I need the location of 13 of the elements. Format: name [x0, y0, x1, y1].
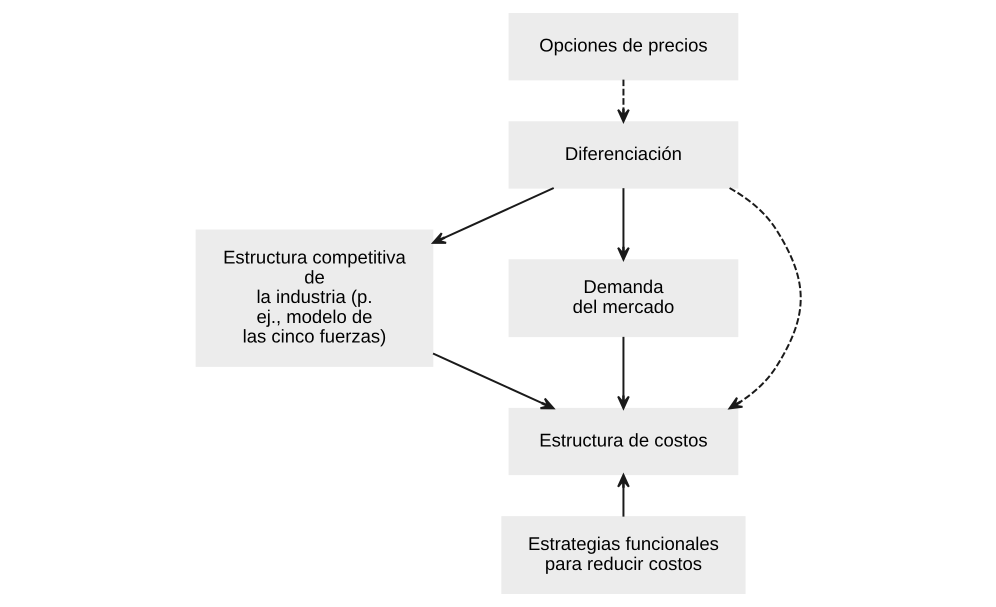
node-box: Estrategias funcionales para reducir costos — [500, 516, 746, 594]
node-box: Demanda del mercado — [508, 259, 738, 338]
arrow — [432, 352, 554, 410]
arrow — [616, 188, 630, 261]
arrow — [616, 336, 630, 410]
arrow — [616, 474, 630, 517]
arrow — [728, 187, 802, 410]
node-box: Diferenciación — [508, 121, 738, 189]
node-box: Opciones de precios — [508, 13, 738, 80]
node-box: Estructura de costos — [508, 408, 738, 476]
node-box: Estructura competitiva de la industria (p. ej., modelo de las cinco fuerzas) — [195, 230, 433, 367]
arrow — [432, 187, 554, 244]
arrow — [616, 80, 630, 123]
